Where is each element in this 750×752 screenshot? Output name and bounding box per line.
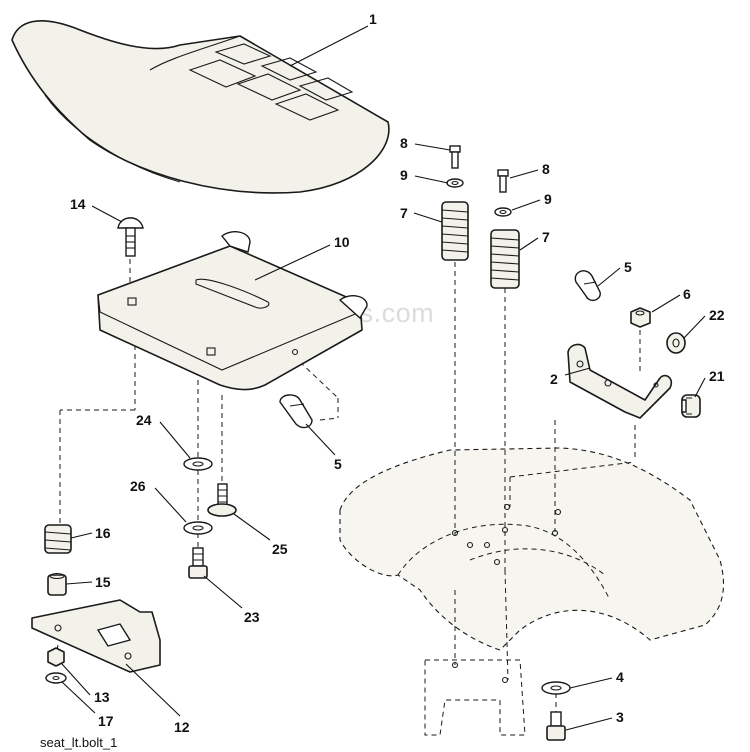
callout-24: 24 [136, 412, 152, 428]
washer-24 [183, 457, 213, 471]
callout-17: 17 [98, 713, 114, 729]
nut [630, 307, 651, 328]
spring-right [490, 229, 520, 289]
knob-bolt [681, 394, 701, 418]
callouts: 1 8 9 7 8 9 7 5 6 22 2 21 10 14 5 24 25 … [70, 11, 725, 735]
callout-16: 16 [95, 525, 111, 541]
carriage-bolt [117, 217, 144, 257]
alignment-lines [54, 250, 641, 712]
adjuster-bracket [567, 343, 673, 419]
callout-15: 15 [95, 574, 111, 590]
washer-17 [45, 672, 67, 684]
washer-4 [541, 681, 571, 695]
callout-25: 25 [272, 541, 288, 557]
bolt-3 [546, 711, 566, 741]
washer-9-left [446, 178, 464, 188]
callout-4: 4 [616, 669, 624, 685]
callout-26: 26 [130, 478, 146, 494]
callout-23: 23 [244, 609, 260, 625]
knob-nut [666, 332, 686, 354]
callout-22: 22 [709, 307, 725, 323]
spring-bolt-right [497, 169, 509, 193]
callout-5-right: 5 [624, 259, 632, 275]
leader-lines [61, 25, 706, 731]
clip-right [574, 270, 601, 302]
callout-14: 14 [70, 196, 86, 212]
washer-9-right [494, 207, 512, 217]
slide-plate [31, 599, 161, 673]
callout-12: 12 [174, 719, 190, 735]
callout-13: 13 [94, 689, 110, 705]
callout-6: 6 [683, 286, 691, 302]
callout-3: 3 [616, 709, 624, 725]
seat-pan [97, 231, 368, 391]
callout-1: 1 [369, 11, 377, 27]
spacer [47, 572, 67, 596]
washer-26 [183, 521, 213, 535]
clip-left [279, 394, 313, 429]
callout-5-left: 5 [334, 456, 342, 472]
callout-9-left: 9 [400, 167, 408, 183]
tractor-frame [339, 447, 724, 736]
seat-cutouts [188, 43, 354, 121]
callout-9-right: 9 [544, 191, 552, 207]
lock-nut [47, 647, 65, 667]
callout-8-right: 8 [542, 161, 550, 177]
callout-21: 21 [709, 368, 725, 384]
callout-2: 2 [550, 371, 558, 387]
callout-7-right: 7 [542, 229, 550, 245]
spring-16 [44, 524, 72, 554]
callout-7-left: 7 [400, 205, 408, 221]
seat [11, 20, 390, 194]
diagram-caption: seat_lt.bolt_1 [40, 735, 117, 750]
callout-10: 10 [334, 234, 350, 250]
shoulder-bolt [207, 483, 237, 517]
spring-left [441, 201, 469, 261]
callout-8-left: 8 [400, 135, 408, 151]
bolt-23 [188, 547, 208, 579]
spring-bolt-left [449, 145, 461, 169]
